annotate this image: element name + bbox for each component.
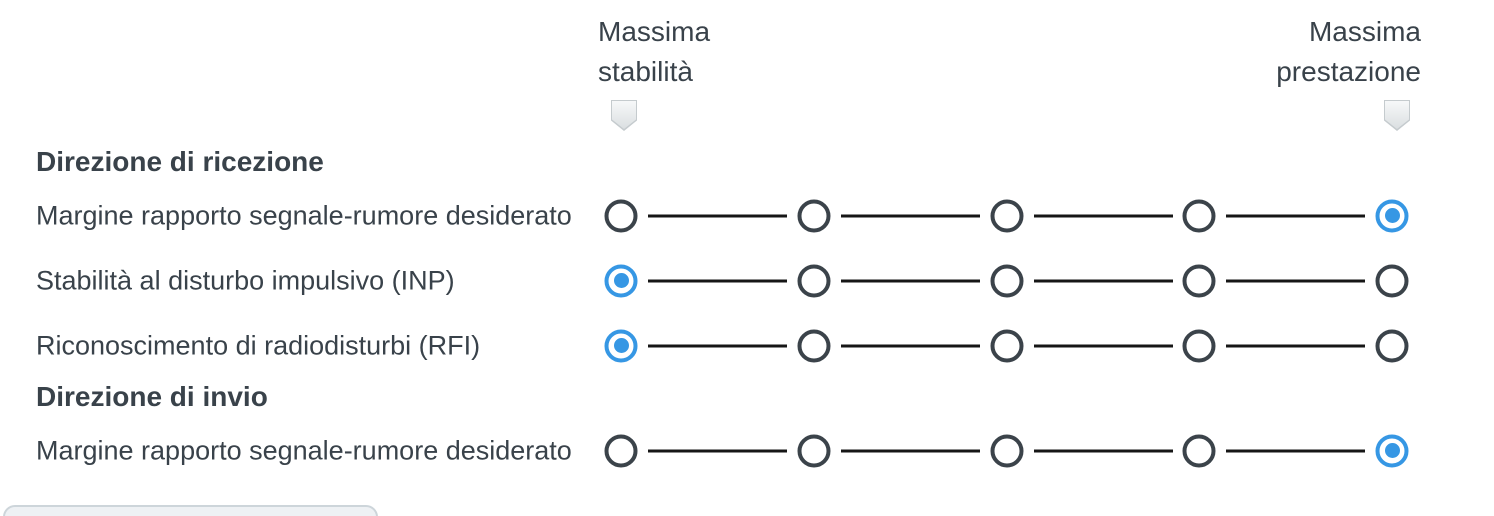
radio-option-2[interactable] [797,264,831,297]
option-row-snr-margin-rx: Margine rapporto segnale-rumore desidera… [0,183,1494,248]
radio-option-3[interactable] [990,434,1024,467]
down-arrow-badge-icon [1384,100,1410,131]
scale-header-line: Massima [598,16,711,47]
connector-line [1034,279,1173,282]
radio-option-1[interactable] [604,434,638,467]
radio-option-4[interactable] [1182,264,1216,297]
radio-option-2[interactable] [797,434,831,467]
connector-line [648,214,787,217]
radio-option-2[interactable] [797,329,831,362]
scale-header-line: prestazione [1276,56,1421,87]
scale-header-line: stabilità [598,56,693,87]
radio-track [0,313,1494,378]
connector-line [1226,279,1365,282]
connector-line [648,449,787,452]
radio-option-1[interactable] [604,199,638,232]
radio-option-3[interactable] [990,199,1024,232]
scale-header-max-performance: Massima prestazione [1276,12,1421,92]
radio-option-2[interactable] [797,199,831,232]
radio-option-5[interactable] [1375,329,1409,362]
connector-line [648,344,787,347]
radio-track [0,248,1494,313]
bottom-button-partial[interactable] [3,505,378,516]
connector-line [1226,449,1365,452]
option-label: Stabilità al disturbo impulsivo (INP) [36,265,455,295]
radio-option-4[interactable] [1182,329,1216,362]
option-row-rfi-detection: Riconoscimento di radiodisturbi (RFI) [0,313,1494,378]
connector-line [841,214,980,217]
option-label: Margine rapporto segnale-rumore desidera… [36,435,572,465]
radio-option-5[interactable] [1375,264,1409,297]
radio-option-5[interactable] [1375,434,1409,467]
connector-line [1034,344,1173,347]
connector-line [1034,214,1173,217]
down-arrow-badge-icon [611,100,637,131]
scale-header-line: Massima [1308,16,1421,47]
radio-track [0,183,1494,248]
radio-option-5[interactable] [1375,199,1409,232]
connector-line [841,279,980,282]
radio-track [0,418,1494,483]
option-row-snr-margin-tx: Margine rapporto segnale-rumore desidera… [0,418,1494,483]
radio-option-1[interactable] [604,329,638,362]
radio-option-4[interactable] [1182,434,1216,467]
option-label: Margine rapporto segnale-rumore desidera… [36,200,572,230]
radio-option-3[interactable] [990,264,1024,297]
section-title-send: Direzione di invio [36,381,268,412]
connector-line [841,344,980,347]
section-title-reception: Direzione di ricezione [36,146,324,177]
radio-option-3[interactable] [990,329,1024,362]
option-label: Riconoscimento di radiodisturbi (RFI) [36,330,481,360]
connector-line [1226,214,1365,217]
option-row-inp-stability: Stabilità al disturbo impulsivo (INP) [0,248,1494,313]
connector-line [841,449,980,452]
radio-option-1[interactable] [604,264,638,297]
radio-option-4[interactable] [1182,199,1216,232]
scale-header-max-stability: Massima stabilità [598,12,710,92]
connector-line [1034,449,1173,452]
connector-line [648,279,787,282]
connector-line [1226,344,1365,347]
